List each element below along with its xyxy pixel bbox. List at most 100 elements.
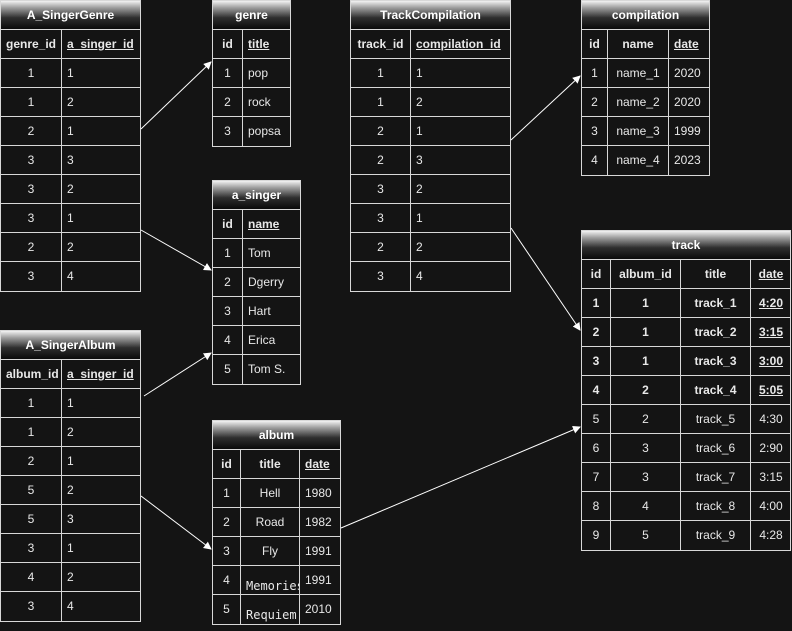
table-title: A_SingerGenre [1, 1, 140, 30]
column-header: title [681, 260, 751, 289]
table-cell: 5 [582, 405, 611, 434]
column-header: id [582, 30, 608, 59]
table-cell: 1 [611, 347, 681, 376]
table-cell: track_7 [681, 463, 751, 492]
table-title: track [582, 231, 790, 260]
table-cell: 1 [213, 239, 243, 268]
table-cell: 4 [67, 599, 74, 613]
table-cell: Hart [243, 297, 301, 326]
table-cell: Tom S. [248, 362, 286, 376]
table-cell: 4 [1, 563, 62, 592]
arrow-singeralbum-to-album [140, 495, 212, 550]
table-cell: 1 [582, 59, 608, 88]
table-cell: 5 [213, 355, 243, 384]
arrow-trackcompilation-to-compilation [510, 75, 581, 141]
table-cell: 3 [213, 117, 243, 146]
table-cell: 2010 [305, 602, 332, 616]
table-cell: 2 [62, 175, 141, 204]
column-header: a_singer_id [62, 360, 141, 389]
table-cell: 4 [67, 269, 74, 283]
arrow-singeralbum-to-a-singer [143, 352, 212, 397]
table-cell: 1 [62, 117, 141, 146]
table-cell: 2 [611, 405, 681, 434]
table-cell: 4:30 [751, 405, 791, 434]
table-cell: 1 [1, 59, 62, 88]
table-cell: 2 [62, 418, 141, 447]
column-header: id [213, 450, 241, 479]
table-cell: 2 [213, 268, 243, 297]
table-cell: 3 [1, 204, 62, 233]
table-cell: 4:00 [751, 492, 791, 521]
table-cell: 1 [62, 447, 141, 476]
table-cell: Fly [241, 537, 300, 566]
table-cell: 2 [411, 88, 511, 117]
table-cell: pop [243, 59, 291, 88]
table-cell: 1 [62, 389, 141, 418]
table-cell: track_4 [681, 376, 751, 405]
arrow-trackcompilation-to-track [510, 227, 581, 331]
table-cell: 3 [582, 347, 611, 376]
table-cell: 2 [62, 476, 141, 505]
column-header: title [241, 450, 300, 479]
table-title: compilation [582, 1, 709, 30]
table-cell: 2 [1, 117, 62, 146]
column-header: date [751, 260, 791, 289]
table-cell: 1 [1, 88, 62, 117]
table-cell: 2 [62, 88, 141, 117]
table-cell: 2 [351, 233, 411, 262]
column-header: compilation_id [411, 30, 511, 59]
column-header: name [608, 30, 669, 59]
table-cell: 2020 [669, 88, 710, 117]
table-cell: 2 [213, 508, 241, 537]
table-cell: 1 [62, 59, 141, 88]
arrow-singergenre-to-genre [140, 61, 212, 130]
table-cell: 3 [62, 505, 141, 534]
table-cell: 7 [582, 463, 611, 492]
table-cell: name_1 [608, 59, 669, 88]
table-cell: 2020 [669, 59, 710, 88]
table-cell: 2 [411, 233, 511, 262]
column-header: id [213, 210, 243, 239]
column-header: genre_id [1, 30, 62, 59]
table-cell: 3 [1, 262, 62, 291]
column-header: date [300, 450, 341, 479]
table-cell: Erica [243, 326, 301, 355]
column-header: id [582, 260, 611, 289]
column-header: name [243, 210, 301, 239]
table-cell: track_5 [681, 405, 751, 434]
table-cell: track_8 [681, 492, 751, 521]
table-cell: 1 [62, 534, 141, 563]
table-cell: 3 [611, 463, 681, 492]
column-header: title [243, 30, 291, 59]
column-header: date [669, 30, 710, 59]
column-header: id [213, 30, 243, 59]
table-cell: 2 [611, 376, 681, 405]
table-cell: 4:20 [751, 289, 791, 318]
table-cell: 4 [611, 492, 681, 521]
table-cell: 3 [62, 146, 141, 175]
table-cell: Dgerry [243, 268, 301, 297]
table-cell: 4 [416, 269, 423, 283]
table-cell: 1 [1, 418, 62, 447]
table-cell: name_3 [608, 117, 669, 146]
table-title: a_singer [213, 181, 300, 210]
table-cell: 6 [582, 434, 611, 463]
table-cell: 2 [411, 175, 511, 204]
table-cell: 2 [582, 88, 608, 117]
table-cell: 3 [213, 537, 241, 566]
table-cell: 1 [351, 59, 411, 88]
table-cell: 3 [611, 434, 681, 463]
table-cell: 3 [351, 262, 411, 291]
column-header: album_id [611, 260, 681, 289]
table-cell: Road [241, 508, 300, 537]
